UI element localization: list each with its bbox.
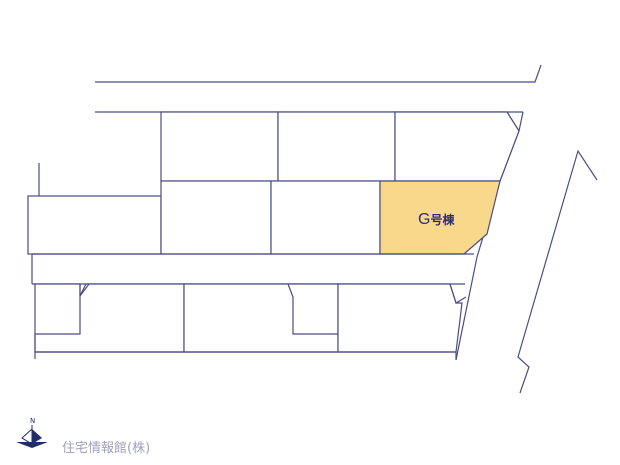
lot-g-highlighted[interactable]	[379, 180, 501, 255]
road-boundary-top-outer	[95, 64, 542, 83]
lot-bottom-1-pole	[35, 284, 81, 335]
company-watermark: 住宅情報館(株)	[62, 441, 150, 456]
lot-bottom-1-pole-cut	[79, 283, 90, 297]
lot-bottom-2	[183, 283, 339, 353]
lot-upper-left	[27, 195, 162, 255]
lot-middle-2	[270, 180, 381, 255]
lot-top-2	[277, 111, 396, 182]
boundary-bottom	[35, 351, 457, 360]
lot-g-label: G号棟	[418, 211, 455, 228]
lot-bottom-1	[34, 283, 185, 353]
lot-bottom-2-pole	[287, 283, 338, 335]
north-arrow-icon: N	[16, 417, 48, 448]
lot-bottom-3-corner	[449, 283, 467, 304]
lot-top-3	[394, 111, 520, 182]
svg-text:N: N	[30, 417, 35, 425]
lot-bottom-3	[337, 283, 463, 353]
road-diagonal-right-edge	[517, 149, 598, 394]
lot-middle-1	[160, 180, 272, 255]
lot-top-1	[160, 111, 279, 182]
